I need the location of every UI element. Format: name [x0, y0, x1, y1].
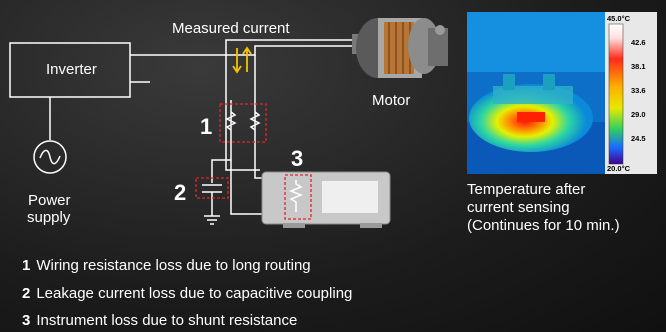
highlight-box-3 [284, 174, 312, 220]
resistor-1b [249, 111, 261, 131]
power-supply-label-line1: Power [28, 192, 71, 209]
thermograph-image: 45.0°C 42.6 38.1 33.6 29.0 24.5 20.0°C [467, 12, 657, 174]
highlight-box-1 [219, 103, 267, 143]
wire-capacitor [211, 159, 231, 183]
motor-label: Motor [372, 92, 411, 109]
scale-min-label: 20.0°C [607, 164, 631, 173]
ac-source-symbol [33, 140, 67, 174]
highlight-box-2 [195, 177, 229, 199]
marker-2: 2 [174, 180, 187, 205]
legend-text: Leakage current loss due to capacitive c… [36, 285, 353, 302]
thermograph-caption: Temperature after current sensing (Conti… [467, 181, 620, 235]
scale-tick-3: 33.6 [631, 86, 646, 95]
inverter-label: Inverter [46, 61, 97, 78]
marker-3: 3 [291, 146, 304, 171]
scale-tick-5: 24.5 [631, 134, 646, 143]
wire-upper [130, 54, 260, 171]
legend-number: 2 [22, 285, 31, 302]
scale-tick-1: 42.6 [631, 38, 646, 47]
caption-line-2: current sensing [467, 199, 570, 216]
legend-item-1: 1 Wiring resistance loss due to long rout… [22, 257, 311, 274]
scale-max-label: 45.0°C [607, 14, 631, 23]
scale-tick-4: 29.0 [631, 110, 646, 119]
inverter-box [9, 42, 131, 98]
instrument-display [322, 181, 378, 213]
motor-illustration [352, 18, 448, 78]
wire-to-motor [225, 39, 360, 55]
legend-text: Wiring resistance loss due to long routi… [36, 257, 311, 274]
legend-text: Instrument loss due to shunt resistance [36, 312, 298, 329]
legend-item-3: 3 Instrument loss due to shunt resistance [22, 312, 297, 329]
legend-item-2: 2 Leakage current loss due to capacitive … [22, 285, 352, 302]
caption-line-3: (Continues for 10 min.) [467, 217, 620, 234]
resistor-1a [225, 111, 237, 131]
legend-number: 1 [22, 257, 31, 274]
marker-1: 1 [200, 114, 213, 139]
caption-line-1: Temperature after [467, 181, 586, 198]
power-supply-label-line2: supply [27, 209, 71, 226]
scale-tick-2: 38.1 [631, 62, 646, 71]
wire-top-motor-a [226, 45, 355, 56]
shunt-resistor [288, 180, 304, 212]
legend-number: 3 [22, 312, 31, 329]
measured-current-label: Measured current [172, 20, 290, 37]
wire-right-vertical [254, 55, 290, 179]
